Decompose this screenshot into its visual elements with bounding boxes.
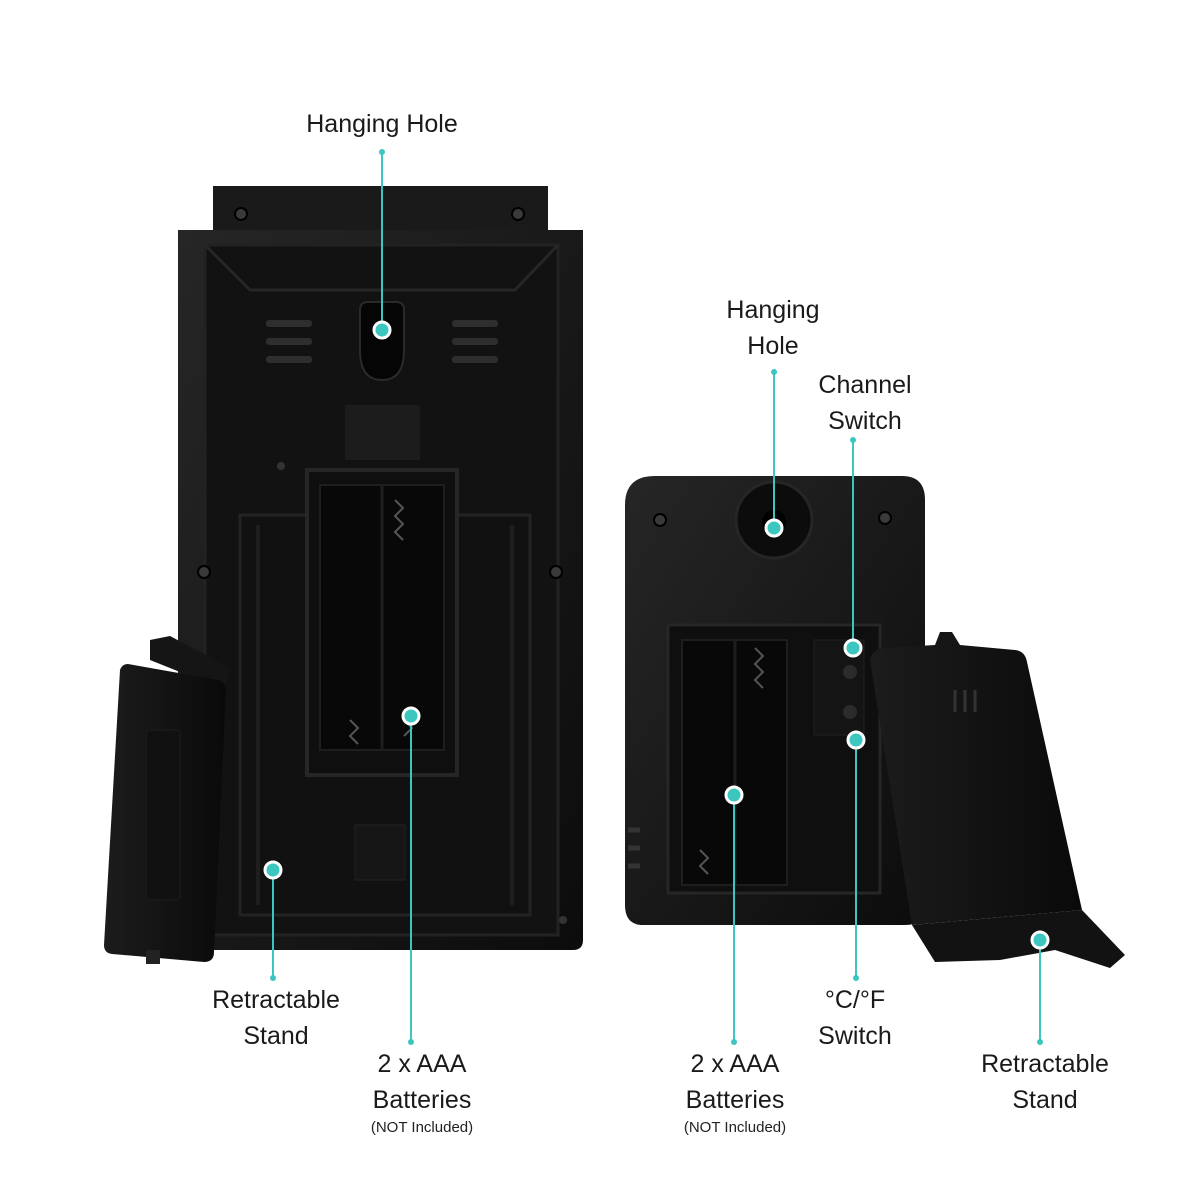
callout-dot <box>263 860 283 880</box>
label-line: 2 x AAA <box>690 1050 780 1078</box>
label-line: Switch <box>818 1022 892 1050</box>
screw <box>878 511 892 525</box>
label-line: °C/°F <box>824 986 886 1014</box>
display-unit <box>104 186 583 964</box>
callout-dot <box>764 518 784 538</box>
callout-lines <box>263 149 1050 1045</box>
label-line: 2 x AAA <box>377 1050 467 1078</box>
battery-cover <box>104 636 230 964</box>
callout-dot <box>401 706 421 726</box>
label-note: (NOT Included) <box>683 1119 787 1136</box>
vent-right <box>452 320 498 363</box>
label-line: Hanging <box>726 296 820 324</box>
label-line: Channel <box>818 371 912 399</box>
callout-dot <box>1030 930 1050 950</box>
screw <box>234 207 248 221</box>
label-retractable-stand-right: Retractable Stand <box>945 1046 1145 1118</box>
label-line: Hole <box>747 332 799 360</box>
label-line: Retractable <box>212 986 340 1014</box>
callout-dot <box>843 638 863 658</box>
label-line: Stand <box>243 1022 309 1050</box>
label-batteries-right: 2 x AAA Batteries (NOT Included) <box>635 1046 835 1138</box>
sensor-unit <box>625 476 1125 968</box>
label-line: Stand <box>1012 1086 1078 1114</box>
label-hanging-hole-left: Hanging Hole <box>306 110 458 138</box>
display-unit-top-lip <box>213 186 548 232</box>
label-note: (NOT Included) <box>370 1119 474 1136</box>
callout-dot <box>372 320 392 340</box>
screw <box>197 565 211 579</box>
screw <box>511 207 525 221</box>
label-line: Batteries <box>372 1086 472 1114</box>
callout-dot <box>846 730 866 750</box>
callout-dot <box>724 785 744 805</box>
label-hanging-hole-right: Hanging Hole <box>693 292 853 364</box>
label-line: Switch <box>828 407 902 435</box>
label-line: Retractable <box>981 1050 1109 1078</box>
label-batteries-left: 2 x AAA Batteries (NOT Included) <box>322 1046 522 1138</box>
vent-left <box>266 320 312 363</box>
screw <box>653 513 667 527</box>
label-temp-unit-switch: °C/°F Switch <box>775 982 935 1054</box>
battery-cover <box>870 632 1125 968</box>
label-line: Batteries <box>685 1086 785 1114</box>
label-retractable-stand-left: Retractable Stand <box>176 982 376 1054</box>
label-channel-switch: Channel Switch <box>785 367 945 439</box>
screw <box>549 565 563 579</box>
